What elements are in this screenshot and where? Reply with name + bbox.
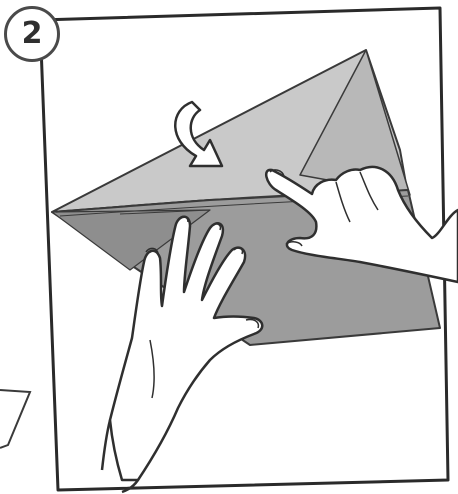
previous-panel-edge — [0, 390, 30, 448]
step-number-badge: 2 — [4, 6, 60, 62]
step-number: 2 — [22, 19, 43, 49]
